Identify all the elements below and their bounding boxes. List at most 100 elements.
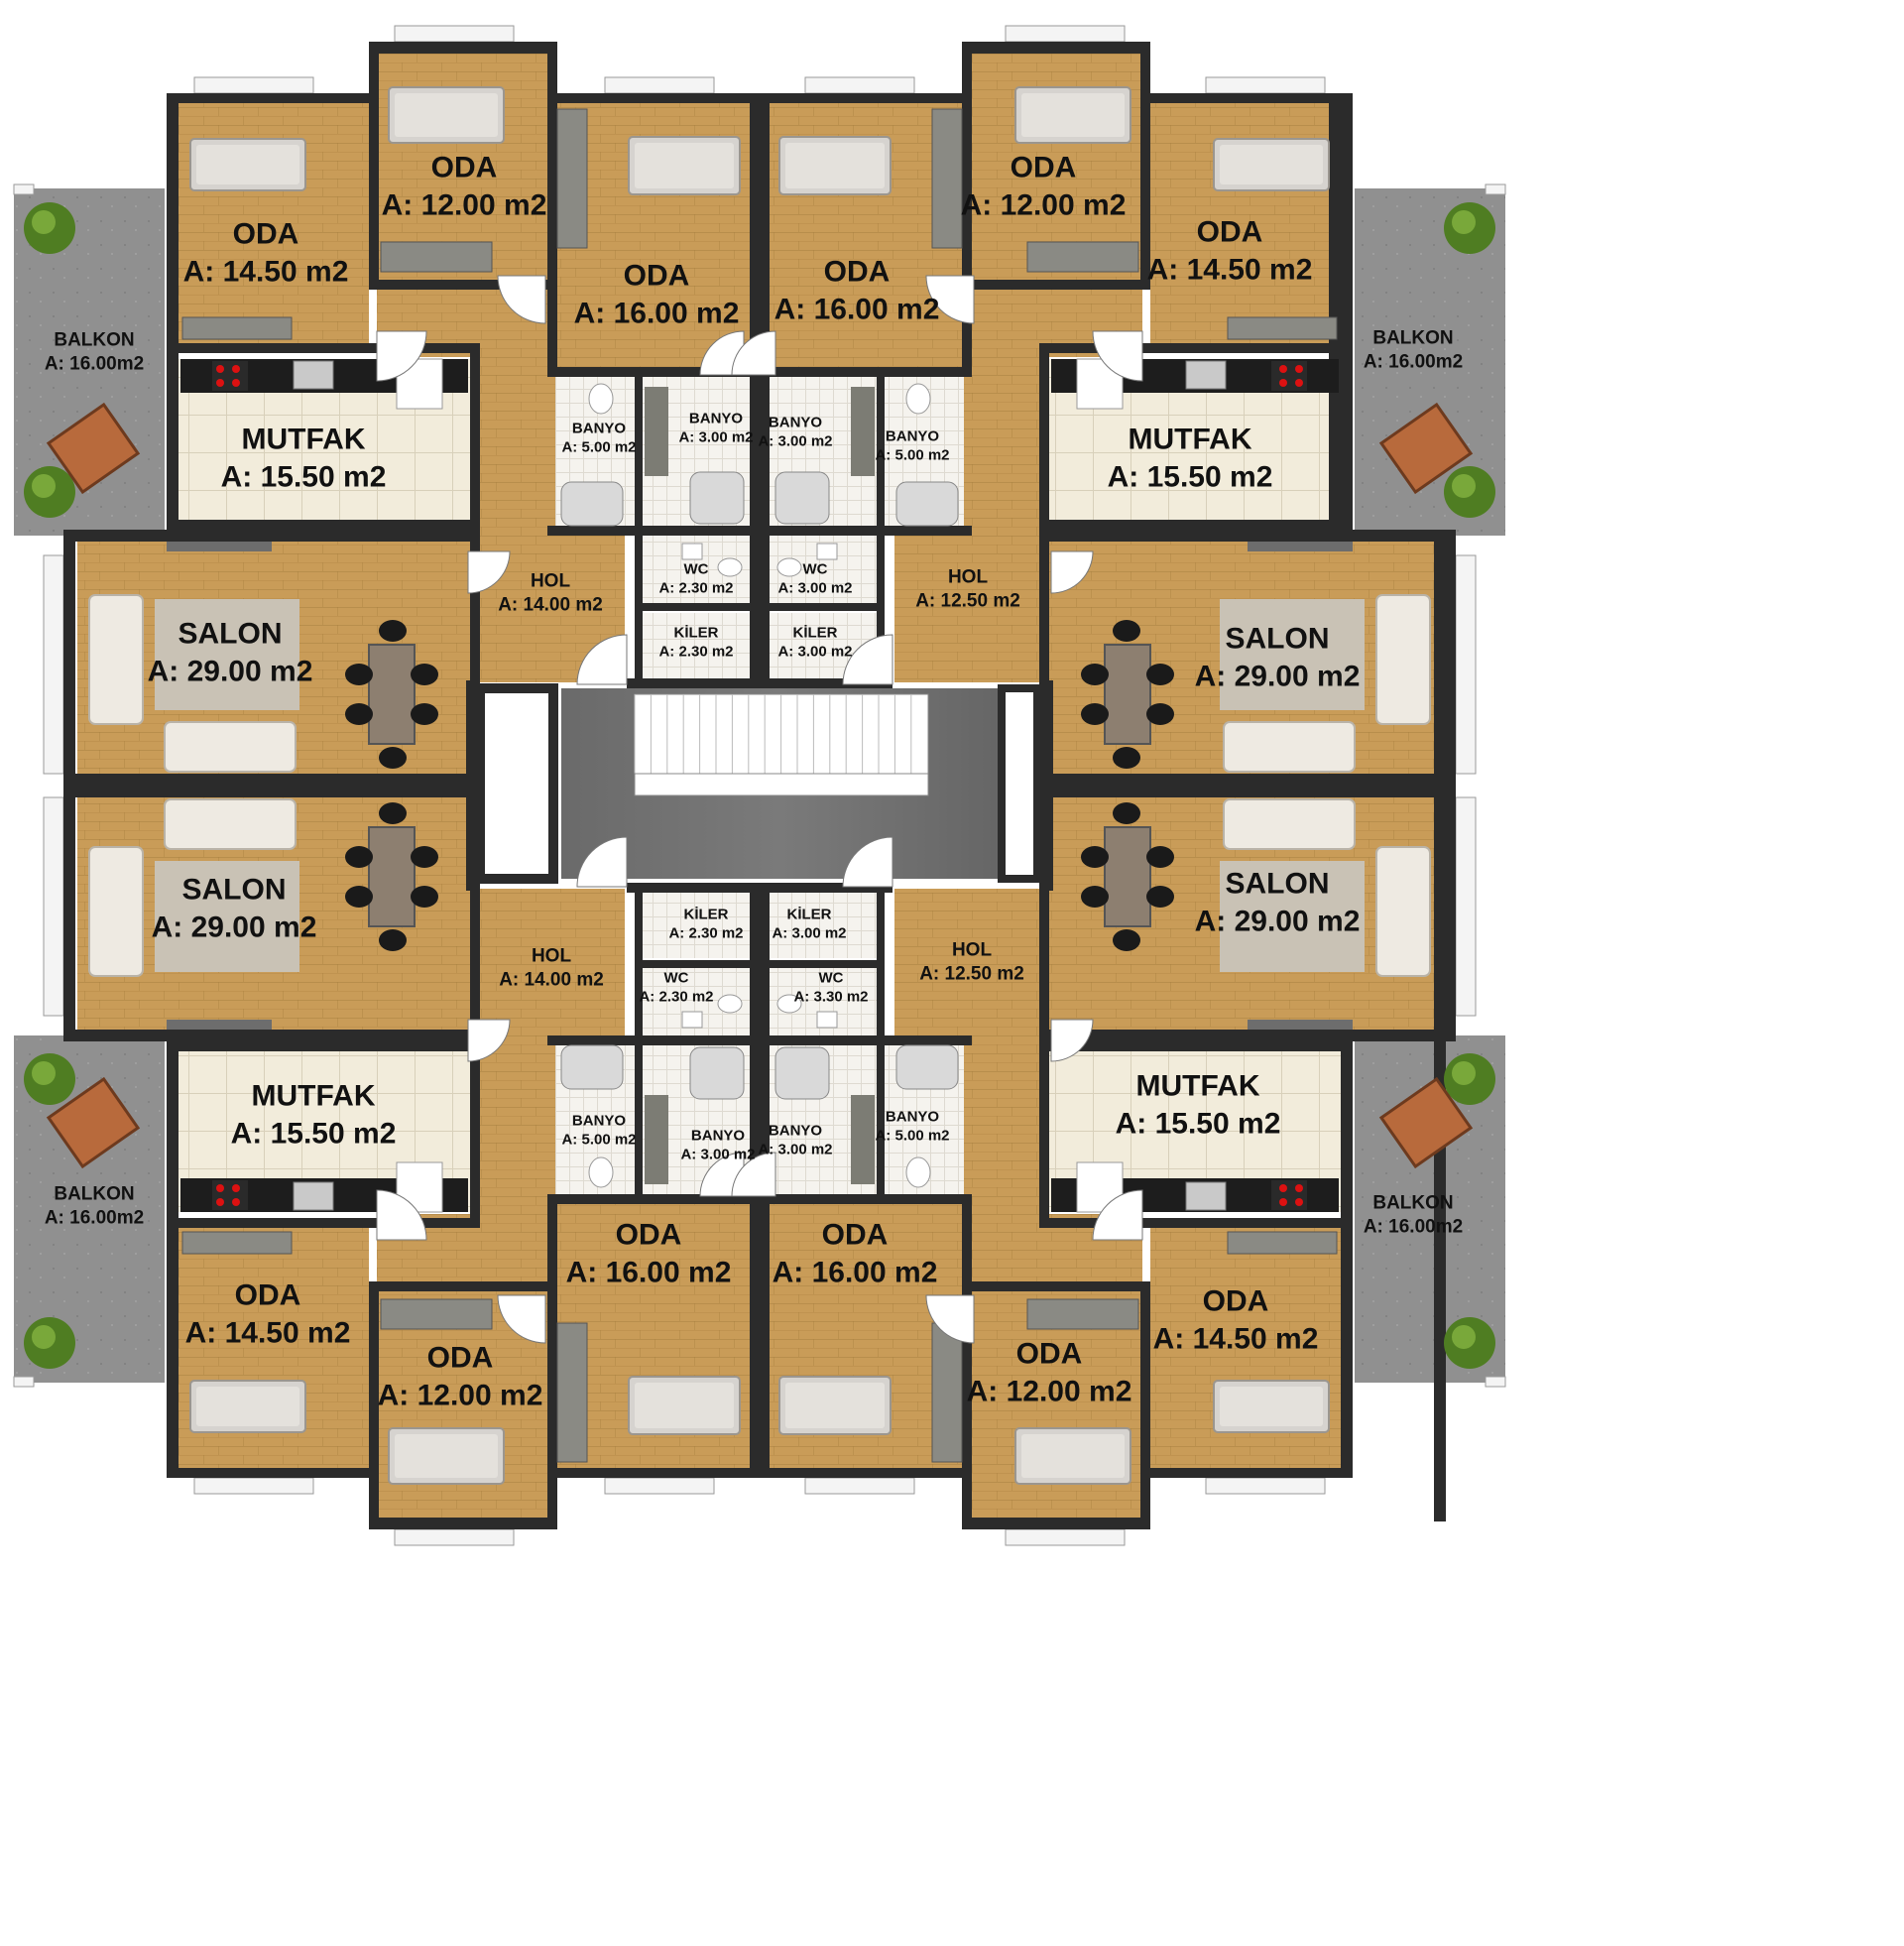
- wall: [63, 530, 480, 542]
- pantry-floor: [635, 613, 754, 680]
- door-swing: [376, 330, 427, 382]
- wall: [1341, 1041, 1353, 1478]
- sink: [293, 1181, 334, 1211]
- plan-drawing: [13, 25, 1506, 1546]
- room-area: A: 29.00 m2: [1194, 660, 1361, 692]
- burner: [1279, 1198, 1287, 1206]
- bed-cover: [196, 1387, 299, 1426]
- wall: [758, 1194, 972, 1204]
- room-area: A: 2.30 m2: [658, 643, 734, 660]
- room-name: MUTFAK: [251, 1079, 376, 1113]
- chair: [1113, 747, 1140, 769]
- bed-cover: [1021, 93, 1125, 137]
- room-name: WC: [802, 560, 828, 578]
- wall: [547, 1470, 557, 1529]
- room-name: ODA: [426, 1341, 494, 1375]
- chair: [379, 929, 407, 951]
- chair: [379, 620, 407, 642]
- rug: [155, 599, 299, 710]
- wall: [63, 774, 480, 786]
- window: [1005, 1528, 1126, 1546]
- window: [1485, 183, 1506, 195]
- sofa: [1375, 594, 1431, 725]
- room-name: MUTFAK: [1135, 1069, 1260, 1103]
- room-area: A: 15.50 m2: [230, 1117, 397, 1150]
- window: [604, 1477, 715, 1495]
- room-name: ODA: [615, 1218, 682, 1252]
- burner: [232, 365, 240, 373]
- wall: [758, 678, 892, 688]
- chair: [1081, 886, 1109, 908]
- room-area: A: 16.00m2: [1363, 1216, 1464, 1237]
- room-name: BANYO: [768, 414, 823, 431]
- window: [13, 183, 35, 195]
- wall: [547, 1035, 762, 1045]
- wall: [877, 367, 885, 680]
- sink: [1185, 1181, 1227, 1211]
- wall: [1039, 343, 1353, 353]
- room-name: BANYO: [768, 1122, 823, 1140]
- burner: [1295, 1184, 1303, 1192]
- window: [1455, 796, 1477, 1017]
- room-name: BANYO: [571, 1112, 627, 1130]
- room-name: KİLER: [673, 624, 719, 642]
- wall: [470, 343, 480, 680]
- wc-sink: [681, 1011, 703, 1029]
- shaft: [998, 684, 1041, 883]
- dining-table: [1104, 644, 1151, 745]
- room-name: KİLER: [683, 906, 729, 923]
- wall: [972, 1281, 1142, 1291]
- room-name: MUTFAK: [241, 423, 366, 456]
- wc-sink: [816, 543, 838, 560]
- wall: [1039, 1030, 1456, 1041]
- dining-table: [1104, 826, 1151, 927]
- window: [1485, 1376, 1506, 1388]
- cabinet: [645, 1095, 668, 1184]
- door-swing: [1092, 1189, 1143, 1241]
- wall: [369, 1518, 555, 1529]
- room-name: HOL: [531, 945, 572, 967]
- room-name: ODA: [1202, 1284, 1269, 1318]
- toilet: [776, 994, 802, 1014]
- burner: [216, 379, 224, 387]
- chair: [411, 886, 438, 908]
- wall: [758, 526, 972, 536]
- wall: [758, 367, 972, 377]
- bed-cover: [785, 143, 885, 188]
- wall: [1444, 788, 1456, 1041]
- chair: [411, 664, 438, 685]
- bathtub: [560, 1044, 624, 1090]
- toilet: [905, 1156, 931, 1188]
- wall: [1039, 786, 1053, 891]
- sofa: [88, 846, 144, 977]
- room-name: BALKON: [1372, 327, 1454, 349]
- wall: [167, 343, 480, 353]
- room-area: A: 3.00 m2: [678, 428, 754, 445]
- rug: [155, 861, 299, 972]
- door-swing: [467, 550, 511, 594]
- wall: [167, 93, 377, 103]
- wall: [758, 1035, 972, 1045]
- plant-leaf: [1452, 1061, 1476, 1085]
- chair: [1113, 802, 1140, 824]
- cooktop: [1271, 361, 1307, 391]
- bed-cover: [1220, 145, 1323, 184]
- room-area: A: 5.00 m2: [875, 446, 950, 463]
- wall: [547, 526, 762, 536]
- wall: [1039, 1218, 1353, 1228]
- wall: [547, 367, 762, 377]
- wall: [964, 42, 1150, 54]
- cabinet: [645, 387, 668, 476]
